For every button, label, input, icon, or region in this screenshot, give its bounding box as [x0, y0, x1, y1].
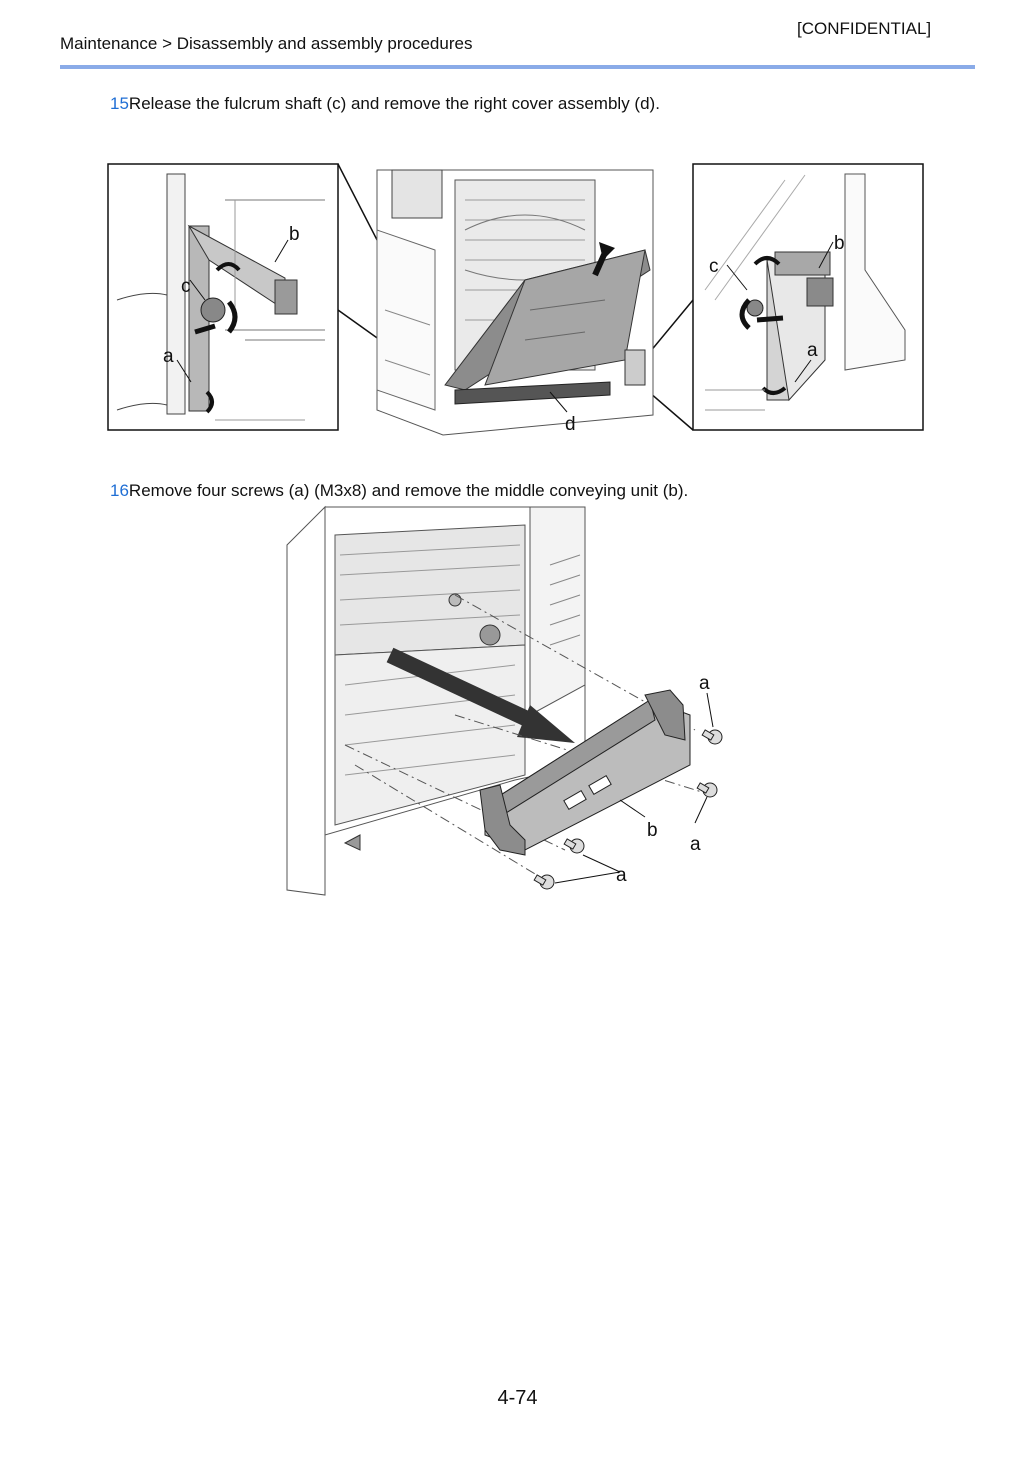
step-text: Release the fulcrum shaft (c) and remove…	[128, 94, 660, 113]
step-number: 16	[110, 481, 129, 500]
step-15: 15Release the fulcrum shaft (c) and remo…	[110, 94, 660, 114]
callout-b-right: b	[834, 233, 845, 254]
callout-c-left: c	[181, 276, 191, 297]
callout-a-left: a	[163, 346, 174, 367]
callout-a-right: a	[807, 340, 818, 361]
machine-illustration	[376, 169, 654, 436]
step-number: 15	[110, 94, 129, 113]
detail-panel-right	[692, 163, 924, 431]
breadcrumb: Maintenance > Disassembly and assembly p…	[60, 34, 473, 53]
screw-icons	[533, 729, 723, 890]
page-number: 4-74	[497, 1387, 538, 1409]
machine-open-view	[286, 505, 586, 896]
callout-c-right: c	[709, 256, 719, 277]
callout-b-left: b	[289, 224, 300, 245]
callout-d-main: d	[565, 414, 576, 435]
header-rule	[60, 65, 975, 69]
confidential-label: [CONFIDENTIAL]	[797, 19, 932, 38]
middle-conveying-unit	[479, 689, 691, 856]
callout-b: b	[647, 820, 658, 841]
callout-leaders	[554, 692, 714, 884]
step-text: Remove four screws (a) (M3x8) and remove…	[128, 481, 689, 500]
removal-arrow	[386, 647, 575, 743]
detail-panel-left	[107, 163, 339, 431]
figure-step-16: a a a b	[285, 505, 735, 900]
figure-step-15: c a b d	[105, 160, 927, 440]
callout-a1: a	[699, 673, 710, 694]
callout-a3: a	[616, 865, 627, 886]
step-16: 16Remove four screws (a) (M3x8) and remo…	[110, 481, 688, 501]
callout-a2: a	[690, 834, 701, 855]
